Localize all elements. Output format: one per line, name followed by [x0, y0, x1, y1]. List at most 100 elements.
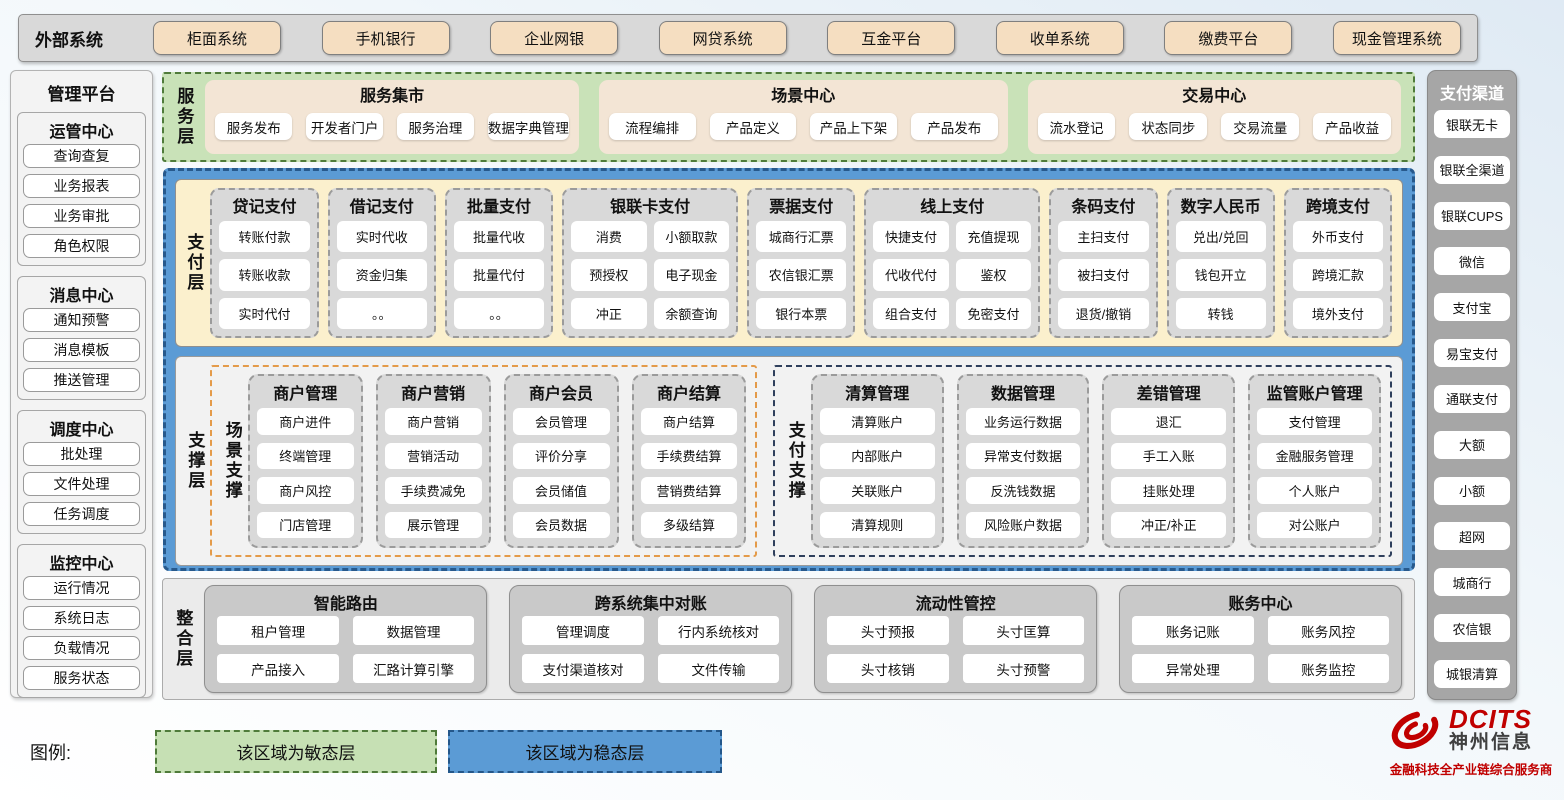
- external-system-box: 柜面系统: [153, 21, 281, 55]
- support-function-box: 手续费减免: [384, 477, 482, 504]
- dcits-swirl-icon: [1391, 711, 1439, 749]
- legend-agile-layer: 该区域为敏态层: [155, 730, 437, 773]
- support-column: 监管账户管理 支付管理 金融服务管理 个人账户: [1248, 374, 1381, 548]
- payment-group-items: 城商行汇票 农信银汇票 银行本票: [756, 221, 847, 329]
- payment-function-box: 主扫支付: [1058, 221, 1149, 253]
- payment-function-box: 境外支付: [1292, 297, 1384, 329]
- service-function-box: 产品收益: [1313, 113, 1392, 140]
- support-function-box: 关联账户: [819, 477, 935, 504]
- support-function-box: 金融服务管理: [1257, 442, 1372, 469]
- management-group-title: 监控中心: [49, 556, 114, 573]
- service-function-box: 服务治理: [397, 113, 474, 140]
- service-center-title: 交易中心: [1182, 88, 1247, 105]
- integration-function-box: 管理调度: [522, 616, 644, 645]
- support-column-items: 支付管理 金融服务管理 个人账户 对公账户: [1257, 408, 1372, 538]
- management-function-box: 负载情况: [23, 636, 140, 660]
- service-function-box: 状态同步: [1129, 113, 1208, 140]
- management-function-box: 通知预警: [23, 308, 140, 332]
- support-column-title: 商户会员: [529, 386, 594, 403]
- management-group-items: 通知预警 消息模板 推送管理: [23, 308, 140, 392]
- external-systems-label: 外部系统: [35, 30, 103, 50]
- support-function-box: 退汇: [1111, 408, 1227, 435]
- integration-function-box: 行内系统核对: [657, 616, 780, 645]
- payment-function-box: 农信银汇票: [756, 259, 847, 291]
- payment-product-group: 票据支付 城商行汇票 农信银汇票 银行本票: [747, 188, 856, 338]
- support-function-box: 清算规则: [819, 511, 935, 538]
- dcits-company-text: 神州信息: [1449, 731, 1534, 753]
- management-group-title: 运管中心: [49, 124, 114, 141]
- service-centers: 服务集市 服务发布 开发者门户 服务治理 数据字典管理: [205, 80, 1401, 154]
- support-function-box: 商户营销: [384, 408, 482, 435]
- support-column-title: 清算管理: [845, 386, 910, 403]
- integration-module-title: 跨系统集中对账: [594, 596, 707, 613]
- integration-module-items: 账务记账 账务风控 异常处理 账务监控: [1132, 616, 1390, 683]
- payment-product-group: 借记支付 实时代收 资金归集 。。: [327, 188, 436, 338]
- management-function-box: 文件处理: [23, 472, 140, 496]
- management-function-box: 推送管理: [23, 368, 140, 392]
- integration-function-box: 头寸匡算: [962, 616, 1085, 645]
- service-center: 交易中心 流水登记 状态同步 交易流量 产品收益: [1027, 80, 1401, 154]
- payment-function-box: 跨境汇款: [1292, 259, 1384, 291]
- support-column-items: 商户营销 营销活动 手续费减免 展示管理: [384, 408, 482, 538]
- integration-function-box: 文件传输: [657, 654, 780, 683]
- integration-function-box: 头寸预报: [827, 616, 949, 645]
- payment-function-box: 批量代付: [453, 259, 545, 291]
- management-function-box: 查询查复: [23, 144, 140, 168]
- management-group: 消息中心 通知预警 消息模板 推送管理: [17, 276, 146, 400]
- payment-group-title: 跨境支付: [1305, 199, 1370, 216]
- integration-function-box: 支付渠道核对: [522, 654, 644, 683]
- external-systems-bar: 外部系统 柜面系统 手机银行 企业网银 网贷系统 互金平台 收单系统 缴费平台 …: [18, 14, 1478, 62]
- payment-product-group: 线上支付 快捷支付 充值提现 代收代付 鉴权: [864, 188, 1041, 338]
- payment-channel-box: 城商行: [1434, 568, 1510, 597]
- payment-channel-box: 通联支付: [1434, 384, 1510, 413]
- service-function-box: 产品上下架: [810, 113, 897, 140]
- integration-module: 跨系统集中对账 管理调度 行内系统核对 支付渠道核对 文件传输: [509, 585, 793, 693]
- payment-group-items: 兑出/兑回 钱包开立 转钱: [1175, 221, 1266, 329]
- integration-module-items: 头寸预报 头寸匡算 头寸核销 头寸预警: [827, 616, 1085, 683]
- support-function-box: 支付管理: [1257, 408, 1372, 435]
- payment-function-box: 批量代收: [453, 221, 545, 253]
- support-function-box: 商户结算: [640, 408, 738, 435]
- service-function-box: 开发者门户: [306, 113, 384, 140]
- support-function-box: 手续费结算: [640, 442, 738, 469]
- support-column-items: 清算账户 内部账户 关联账户 清算规则: [819, 408, 935, 538]
- management-function-box: 服务状态: [23, 666, 140, 690]
- integration-function-box: 产品接入: [217, 654, 339, 683]
- support-function-box: 展示管理: [384, 511, 482, 538]
- payment-layer: 支付层 贷记支付 转账付款 转账收款 实时代付: [175, 179, 1403, 347]
- payment-function-box: 快捷支付: [873, 221, 949, 253]
- integration-module-title: 流动性管控: [915, 596, 996, 613]
- support-column-items: 商户进件 终端管理 商户风控 门店管理: [256, 408, 354, 538]
- payment-product-group: 跨境支付 外币支付 跨境汇款 境外支付: [1283, 188, 1393, 338]
- support-column-title: 监管账户管理: [1266, 386, 1363, 403]
- payment-channel-box: 易宝支付: [1434, 339, 1510, 368]
- payment-channel-box: 大额: [1434, 430, 1510, 459]
- support-function-box: 营销活动: [384, 442, 482, 469]
- payment-function-box: 转账付款: [219, 221, 310, 253]
- payment-group-title: 线上支付: [920, 199, 985, 216]
- support-function-box: 终端管理: [256, 442, 354, 469]
- management-platform-panel: 管理平台 运管中心 查询查复 业务报表 业务审批 角色权限: [10, 70, 153, 698]
- payment-channel-box: 城银清算: [1434, 659, 1510, 688]
- payment-group-title: 银联卡支付: [610, 199, 691, 216]
- service-function-box: 流程编排: [608, 113, 696, 140]
- support-column: 商户营销 商户营销 营销活动 手续费减免: [375, 374, 491, 548]
- payment-channel-box: 微信: [1434, 247, 1510, 276]
- service-function-box: 产品定义: [709, 113, 797, 140]
- payment-channels-panel: 支付渠道 银联无卡 银联全渠道 银联CUPS 微信 支付宝 易宝支付 通联支付 …: [1427, 70, 1517, 700]
- payment-function-box: 资金归集: [336, 259, 427, 291]
- support-function-box: 冲正/补正: [1111, 511, 1227, 538]
- external-system-box: 收单系统: [995, 21, 1124, 55]
- payment-function-box: 钱包开立: [1175, 259, 1266, 291]
- payment-function-box: 实时代收: [336, 221, 427, 253]
- payment-channel-items: 银联无卡 银联全渠道 银联CUPS 微信 支付宝 易宝支付 通联支付 大额 小额…: [1434, 110, 1510, 688]
- legend-label: 图例:: [30, 743, 72, 763]
- payment-group-items: 主扫支付 被扫支付 退货/撤销: [1058, 221, 1149, 329]
- support-function-box: 反洗钱数据: [965, 477, 1081, 504]
- integration-function-box: 头寸核销: [827, 654, 949, 683]
- dcits-logo: DCITS 神州信息 金融科技全产业链综合服务商: [1386, 704, 1556, 778]
- service-layer-label: 服务层: [174, 87, 194, 147]
- integration-layer-label: 整合层: [173, 609, 193, 669]
- payment-function-box: 外币支付: [1292, 221, 1384, 253]
